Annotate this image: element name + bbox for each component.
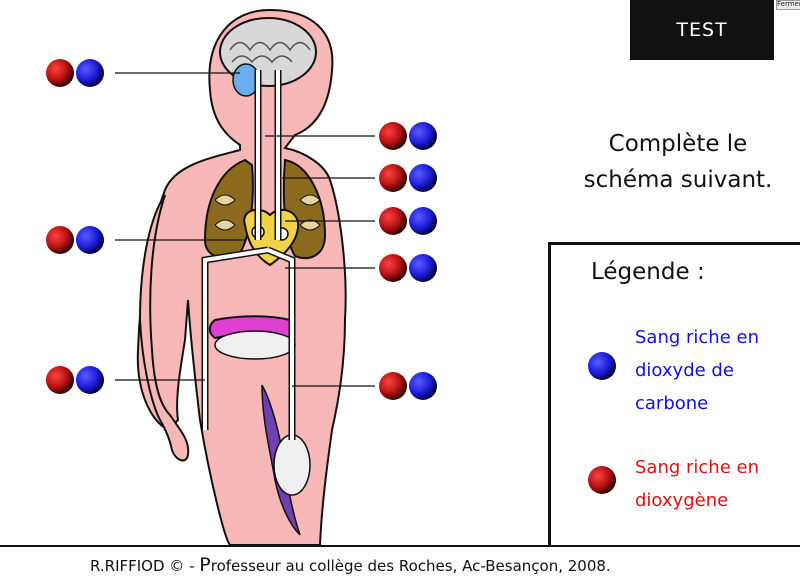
human-circulation-diagram xyxy=(115,8,375,545)
pointer-lines xyxy=(115,72,375,387)
dot-pair-pulmonary-vein[interactable] xyxy=(379,164,437,192)
blue-dot[interactable] xyxy=(76,366,104,394)
red-dot[interactable] xyxy=(379,207,407,235)
blue-dot[interactable] xyxy=(409,207,437,235)
footer: R.RIFFIOD © - Professeur au collège des … xyxy=(0,545,800,581)
red-dot[interactable] xyxy=(46,226,74,254)
legend-panel: Légende : Sang riche en dioxyde de carbo… xyxy=(548,242,800,545)
dot-pair-lungs[interactable] xyxy=(46,226,104,254)
dot-pair-heart[interactable] xyxy=(379,207,437,235)
answer-dots xyxy=(46,59,437,400)
instruction-line1: Complète le xyxy=(608,131,748,157)
test-button[interactable]: TEST xyxy=(630,0,774,60)
legend-red-label: Sang riche en dioxygène xyxy=(635,451,795,517)
legend-blue-line2: dioxyde de xyxy=(635,360,734,381)
legend-title: Légende : xyxy=(591,259,705,285)
legend-red-dot xyxy=(588,466,616,494)
legend-blue-dot xyxy=(588,352,616,380)
close-button[interactable]: Fermer xyxy=(776,0,800,10)
blue-dot[interactable] xyxy=(76,226,104,254)
red-dot[interactable] xyxy=(46,366,74,394)
footer-credit: R.RIFFIOD © - Professeur au collège des … xyxy=(90,554,611,576)
instruction-text: Complète le schéma suivant. xyxy=(560,126,796,198)
footer-affiliation: rofesseur au collège des Roches, Ac-Besa… xyxy=(210,557,611,575)
blue-dot[interactable] xyxy=(409,372,437,400)
footer-initial: P xyxy=(199,554,211,576)
left-arm xyxy=(138,194,190,462)
legend-blue-line1: Sang riche en xyxy=(635,327,759,348)
red-dot[interactable] xyxy=(379,122,407,150)
red-dot[interactable] xyxy=(46,59,74,87)
dot-pair-aorta[interactable] xyxy=(379,254,437,282)
legend-blue-label: Sang riche en dioxyde de carbone xyxy=(635,321,795,420)
dot-pair-arm[interactable] xyxy=(46,366,104,394)
instruction-line2: schéma suivant. xyxy=(583,167,773,193)
legend-red-line1: Sang riche en xyxy=(635,457,759,478)
blue-dot[interactable] xyxy=(409,164,437,192)
dot-pair-neck-vessel[interactable] xyxy=(379,122,437,150)
blue-dot[interactable] xyxy=(409,254,437,282)
legend-red-line2: dioxygène xyxy=(635,490,729,511)
red-dot[interactable] xyxy=(379,164,407,192)
dot-pair-brain[interactable] xyxy=(46,59,104,87)
blue-dot[interactable] xyxy=(409,122,437,150)
footer-author: R.RIFFIOD © - xyxy=(90,557,200,575)
blue-dot[interactable] xyxy=(76,59,104,87)
red-dot[interactable] xyxy=(379,254,407,282)
dot-pair-leg[interactable] xyxy=(379,372,437,400)
red-dot[interactable] xyxy=(379,372,407,400)
legend-blue-line3: carbone xyxy=(635,393,709,414)
